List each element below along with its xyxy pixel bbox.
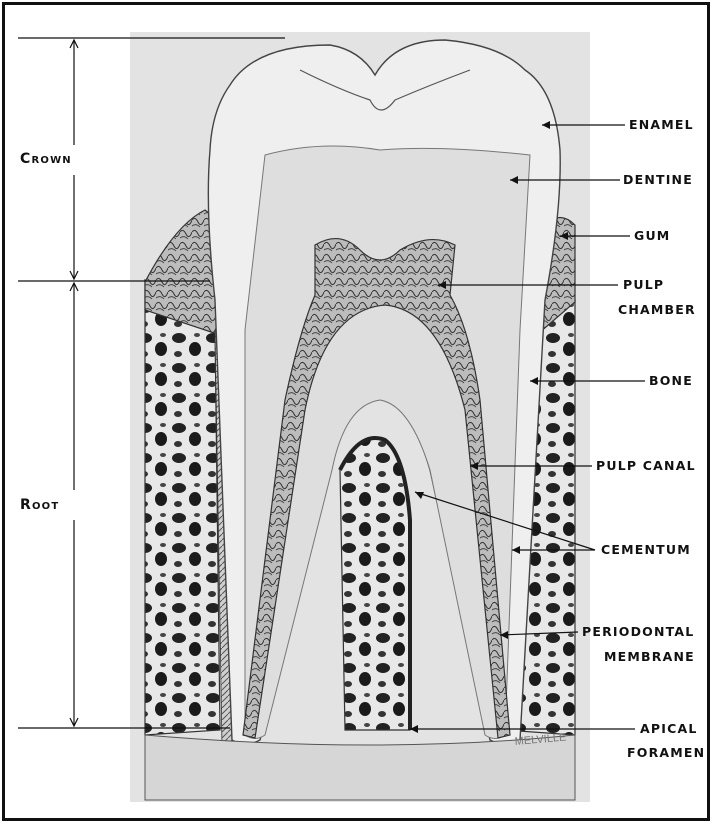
interradicular-bone	[340, 438, 410, 730]
label-apical-2: FORAMEN	[627, 746, 705, 760]
label-dentine: DENTINE	[623, 173, 693, 187]
label-pulp-chamber-2: CHAMBER	[618, 303, 696, 317]
label-crown: Crown	[20, 152, 72, 166]
label-pulp-chamber-1: PULP	[623, 278, 664, 292]
label-cementum: CEMENTUM	[601, 543, 691, 557]
label-root: Root	[20, 498, 59, 512]
bone-left	[145, 280, 220, 735]
label-apical-1: APICAL	[640, 722, 698, 736]
label-gum: GUM	[634, 229, 670, 243]
label-enamel: ENAMEL	[629, 118, 694, 132]
label-periodontal-2: MEMBRANE	[604, 650, 695, 664]
jaw-base	[145, 735, 575, 800]
label-bone: BONE	[649, 374, 693, 388]
label-periodontal-1: PERIODONTAL	[582, 625, 694, 639]
label-pulp-canal: PULP CANAL	[596, 459, 696, 473]
